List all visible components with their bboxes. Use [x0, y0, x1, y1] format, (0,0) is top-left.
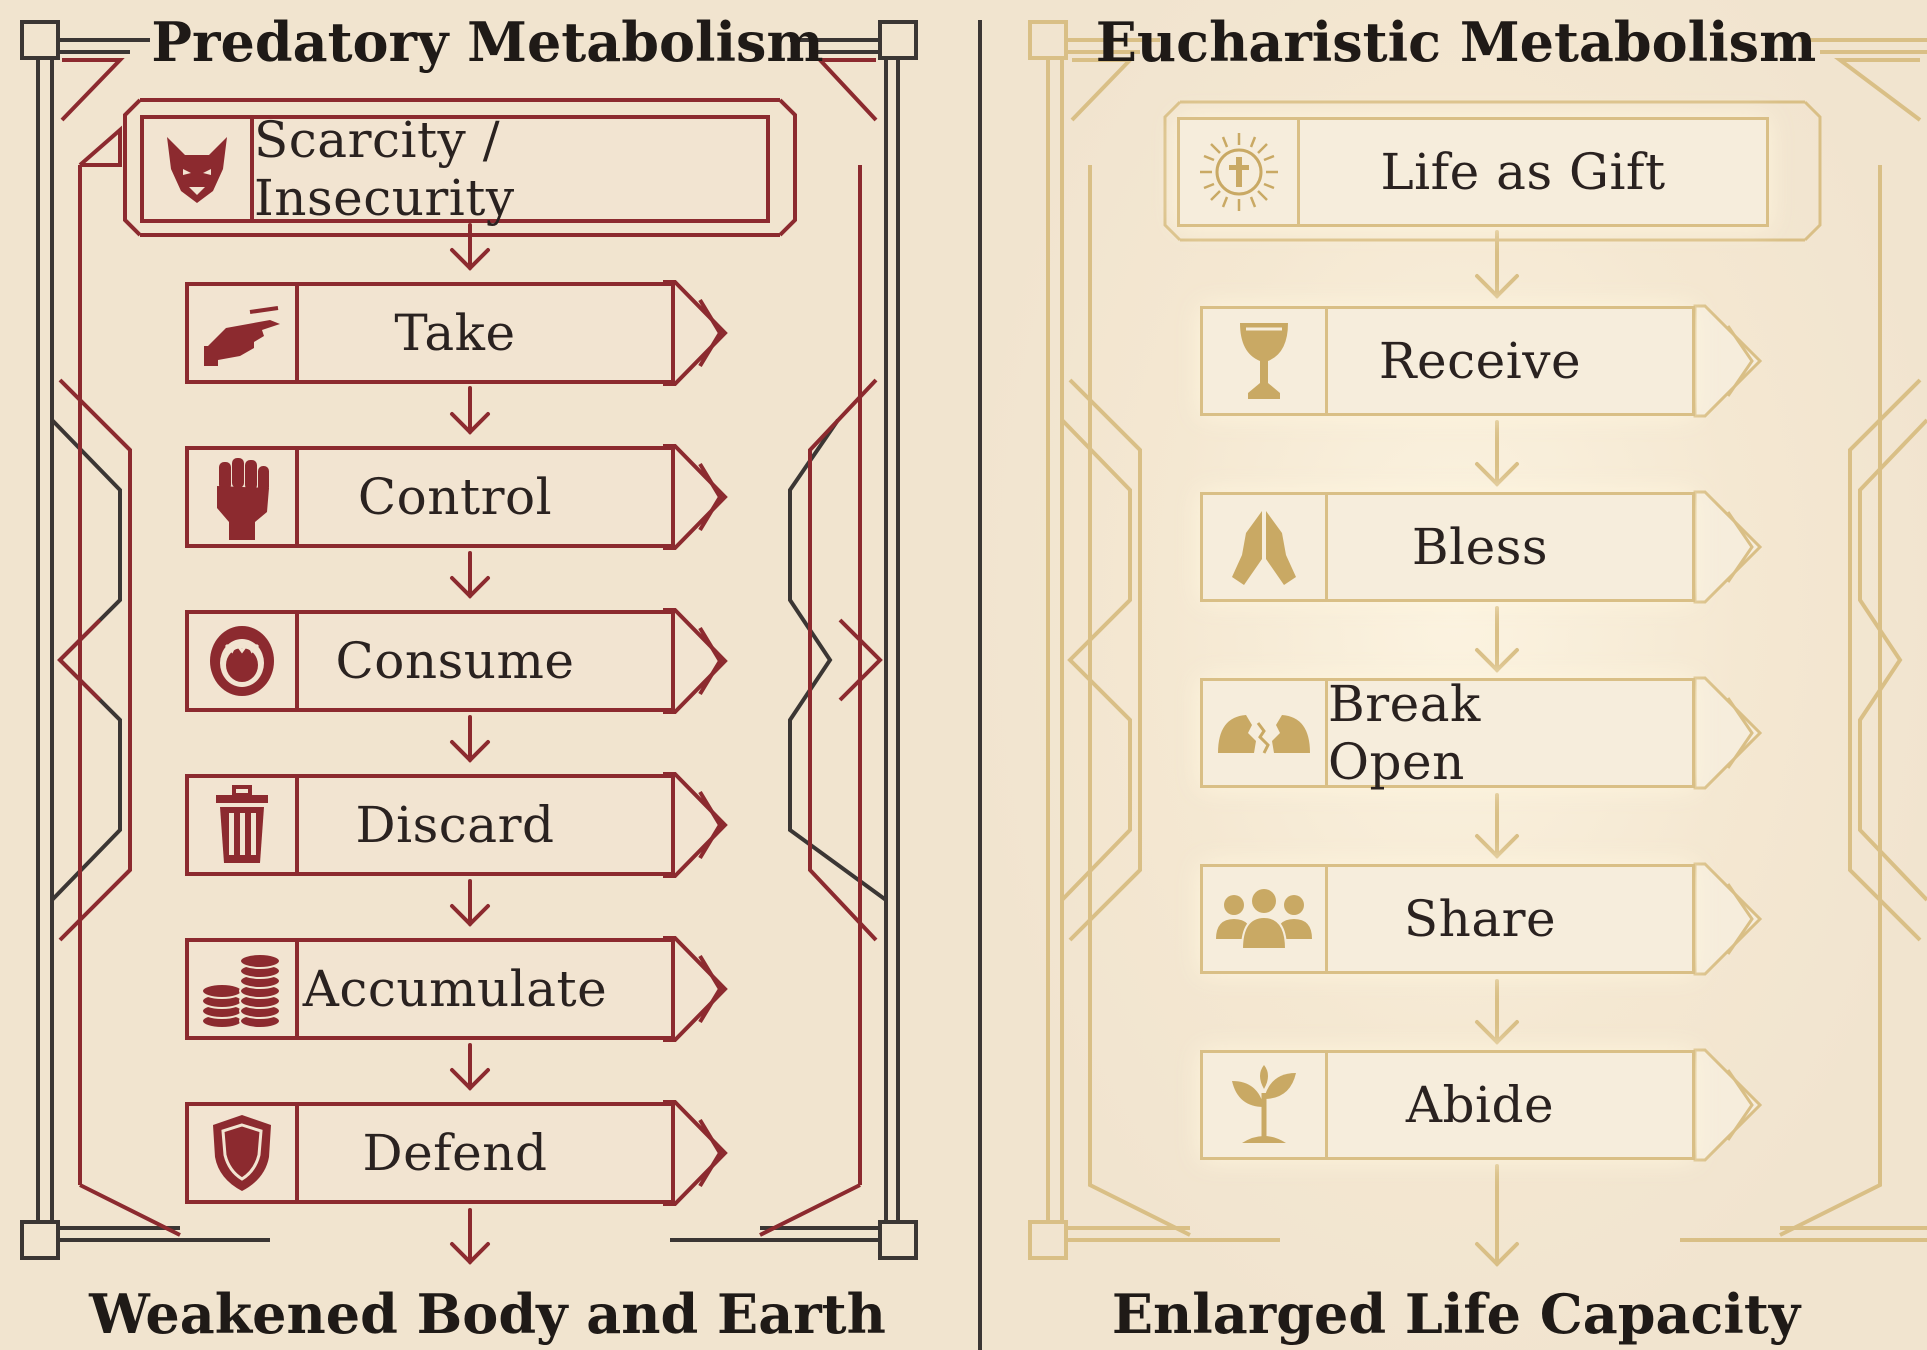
step-label: Accumulate: [302, 960, 608, 1018]
step-control: Control: [185, 446, 675, 548]
predatory-outcome: Weakened Body and Earth: [89, 1282, 886, 1346]
step-label: Abide: [1405, 1076, 1555, 1134]
step-label: Receive: [1378, 332, 1582, 390]
radiant-cross-icon: [1180, 120, 1300, 224]
coins-icon: [189, 942, 299, 1036]
step-label: Defend: [362, 1124, 548, 1182]
step-label: Control: [357, 468, 553, 526]
step-life-as-gift: Life as Gift: [1177, 117, 1769, 227]
step-label: Share: [1403, 890, 1557, 948]
step-receive: Receive: [1200, 306, 1695, 416]
people-icon: [1203, 867, 1328, 971]
wolf-icon: [144, 119, 254, 219]
broken-bread-icon: [1203, 681, 1328, 785]
eucharistic-outcome: Enlarged Life Capacity: [1111, 1282, 1801, 1346]
step-label: Take: [394, 304, 516, 362]
step-label: Break Open: [1328, 675, 1481, 791]
step-abide: Abide: [1200, 1050, 1695, 1160]
sprout-icon: [1203, 1053, 1328, 1157]
step-label: Life as Gift: [1380, 143, 1666, 201]
step-label: Scarcity / Insecurity: [254, 111, 515, 227]
fist-icon: [189, 450, 299, 544]
step-discard: Discard: [185, 774, 675, 876]
trash-icon: [189, 778, 299, 872]
mouth-icon: [189, 614, 299, 708]
step-accumulate: Accumulate: [185, 938, 675, 1040]
predatory-metabolism-panel: Predatory Metabolism Scarcity / Insecuri…: [89, 10, 886, 1346]
step-label: Bless: [1411, 518, 1549, 576]
step-share: Share: [1200, 864, 1695, 974]
step-scarcity-insecurity: Scarcity / Insecurity: [140, 111, 770, 227]
chalice-icon: [1203, 309, 1328, 413]
step-bless: Bless: [1200, 492, 1695, 602]
grabbing-hand-icon: [189, 286, 299, 380]
step-label: Discard: [355, 796, 555, 854]
step-break-open: Break Open: [1200, 675, 1695, 791]
step-consume: Consume: [185, 610, 675, 712]
shield-icon: [189, 1106, 299, 1200]
praying-hands-icon: [1203, 495, 1328, 599]
eucharistic-metabolism-panel: Eucharistic Metabolism Life as Gift Rece…: [985, 0, 1927, 1350]
step-label: Consume: [335, 632, 575, 690]
eucharistic-title: Eucharistic Metabolism: [1095, 10, 1817, 74]
step-defend: Defend: [185, 1102, 675, 1204]
step-take: Take: [185, 282, 675, 384]
predatory-title: Predatory Metabolism: [151, 10, 824, 74]
